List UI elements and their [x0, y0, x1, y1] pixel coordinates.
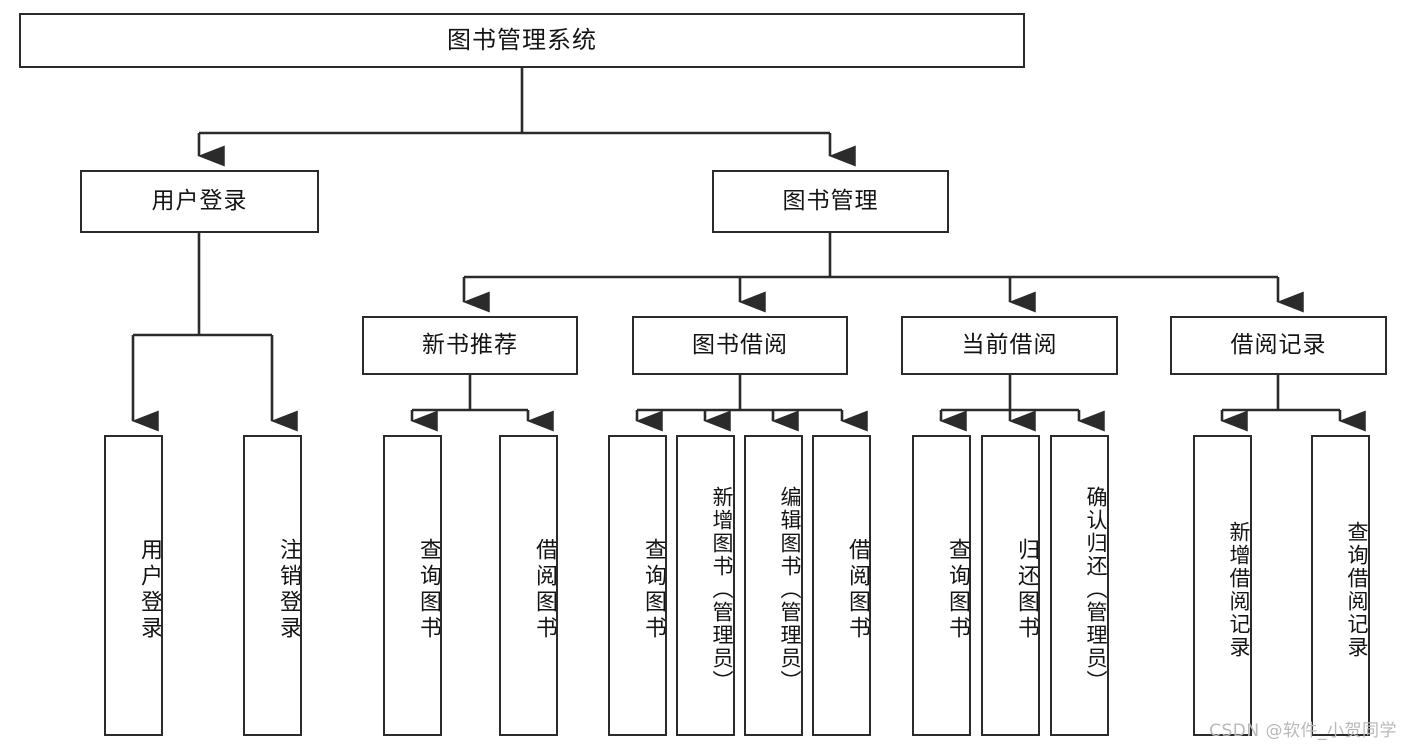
leaf-current-borrow-confirm-return-admin[interactable]: 确认归还（管理员）	[1050, 435, 1109, 736]
leaf-new-book-borrow-book[interactable]: 借阅图书	[499, 435, 558, 736]
leaf-user-login-signout[interactable]: 注销登录	[243, 435, 302, 736]
leaf-new-book-query-book[interactable]: 查询图书	[383, 435, 442, 736]
node-current-borrow[interactable]: 当前借阅	[901, 316, 1118, 375]
leaf-user-login-signin[interactable]: 用户登录	[104, 435, 163, 736]
leaf-borrow-record-add-record[interactable]: 新增借阅记录	[1193, 435, 1252, 736]
node-book-management[interactable]: 图书管理	[712, 170, 949, 233]
node-user-login[interactable]: 用户登录	[80, 170, 319, 233]
leaf-book-borrow-borrow-book[interactable]: 借阅图书	[812, 435, 871, 736]
leaf-current-borrow-return-book[interactable]: 归还图书	[981, 435, 1040, 736]
node-new-book-recommend[interactable]: 新书推荐	[362, 316, 578, 375]
node-borrow-record[interactable]: 借阅记录	[1170, 316, 1387, 375]
leaf-book-borrow-query-book[interactable]: 查询图书	[608, 435, 667, 736]
leaf-current-borrow-query-book[interactable]: 查询图书	[912, 435, 971, 736]
node-book-borrow[interactable]: 图书借阅	[632, 316, 848, 375]
leaf-borrow-record-query-record[interactable]: 查询借阅记录	[1311, 435, 1370, 736]
node-root-book-management-system[interactable]: 图书管理系统	[19, 13, 1025, 68]
leaf-book-borrow-edit-book-admin[interactable]: 编辑图书（管理员）	[744, 435, 803, 736]
leaf-book-borrow-add-book-admin[interactable]: 新增图书（管理员）	[676, 435, 735, 736]
